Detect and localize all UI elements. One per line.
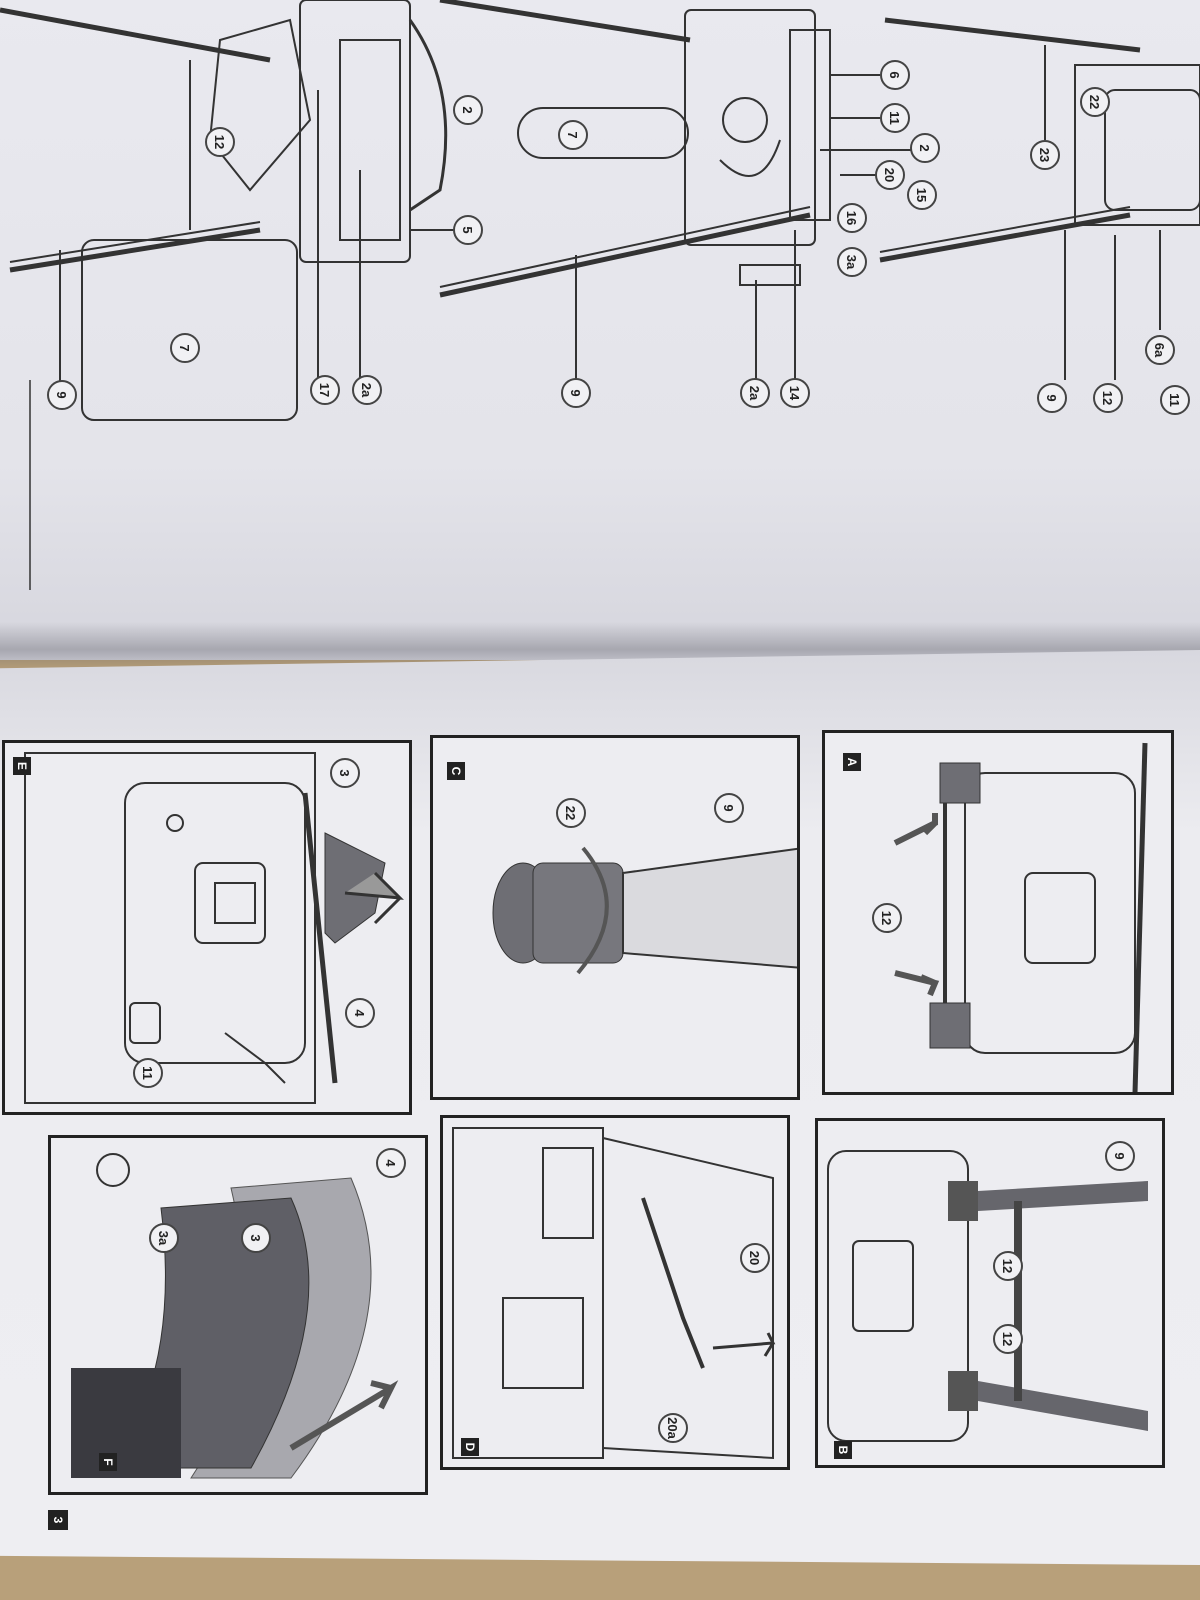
panel-b: B 9 12 12 xyxy=(815,1118,1165,1468)
panel-e: E 3 4 11 xyxy=(2,740,412,1115)
panel-e-letter: E xyxy=(13,757,31,775)
panel-a-letter: A xyxy=(843,753,861,771)
callout-4: 4 xyxy=(376,1148,406,1178)
callout-20: 20 xyxy=(740,1243,770,1273)
callout-22: 22 xyxy=(556,798,586,828)
callout-2a: 2a xyxy=(352,375,382,405)
callout-7: 7 xyxy=(170,333,200,363)
callout-12: 12 xyxy=(205,127,235,157)
panel-a-drawing xyxy=(893,742,1148,1092)
panel-b-letter: B xyxy=(834,1441,852,1459)
panel-a: A 12 xyxy=(822,730,1174,1095)
callout-11: 11 xyxy=(880,103,910,133)
panel-c-drawing xyxy=(492,846,797,975)
callout-4: 4 xyxy=(345,998,375,1028)
callout-9: 9 xyxy=(714,793,744,823)
panel-f-drawing xyxy=(71,1153,399,1479)
callout-3a: 3a xyxy=(149,1223,179,1253)
callout-3: 3 xyxy=(330,758,360,788)
callout-9: 9 xyxy=(561,378,591,408)
assembly-steps-sheet: E 3 4 11 F 4 3a 3 C 22 9 xyxy=(0,650,1200,1565)
callout-11: 11 xyxy=(133,1058,163,1088)
panel-d-letter: D xyxy=(461,1438,479,1456)
callout-6a: 6a xyxy=(1145,335,1175,365)
callout-5: 5 xyxy=(453,215,483,245)
callout-7: 7 xyxy=(558,120,588,150)
panel-e-drawing xyxy=(24,752,404,1104)
callout-3a: 3a xyxy=(837,247,867,277)
callout-2: 2 xyxy=(910,133,940,163)
panel-f: F 4 3a 3 xyxy=(48,1135,428,1495)
callout-12: 12 xyxy=(872,903,902,933)
callout-11: 11 xyxy=(1160,385,1190,415)
callout-2: 2 xyxy=(453,95,483,125)
callout-12: 12 xyxy=(993,1324,1023,1354)
page-number: 3 xyxy=(48,1510,68,1530)
exploded-view-drawing xyxy=(0,0,1200,590)
callout-14: 14 xyxy=(780,378,810,408)
callout-9: 9 xyxy=(1105,1141,1135,1171)
callout-20: 20 xyxy=(875,160,905,190)
callout-6: 6 xyxy=(880,60,910,90)
callout-9: 9 xyxy=(47,380,77,410)
callout-22: 22 xyxy=(1080,87,1110,117)
callout-20a: 20a xyxy=(658,1413,688,1443)
callout-9: 9 xyxy=(1037,383,1067,413)
panel-b-drawing xyxy=(827,1150,1148,1442)
panel-d: D 20 20a xyxy=(440,1115,790,1470)
callout-15: 15 xyxy=(907,180,937,210)
callout-3: 3 xyxy=(241,1223,271,1253)
callout-2a: 2a xyxy=(740,378,770,408)
panel-c-letter: C xyxy=(447,762,465,780)
callout-17: 17 xyxy=(310,375,340,405)
callout-23: 23 xyxy=(1030,140,1060,170)
callout-12: 12 xyxy=(993,1251,1023,1281)
callout-12: 12 xyxy=(1093,383,1123,413)
panel-d-drawing xyxy=(452,1127,776,1460)
panel-f-letter: F xyxy=(99,1453,117,1471)
exploded-view-sheet: 9 7 17 2a 12 2 5 7 9 2a 14 6 11 20 2 15 … xyxy=(0,0,1200,660)
callout-16: 16 xyxy=(837,203,867,233)
panel-c: C 22 9 xyxy=(430,735,800,1100)
